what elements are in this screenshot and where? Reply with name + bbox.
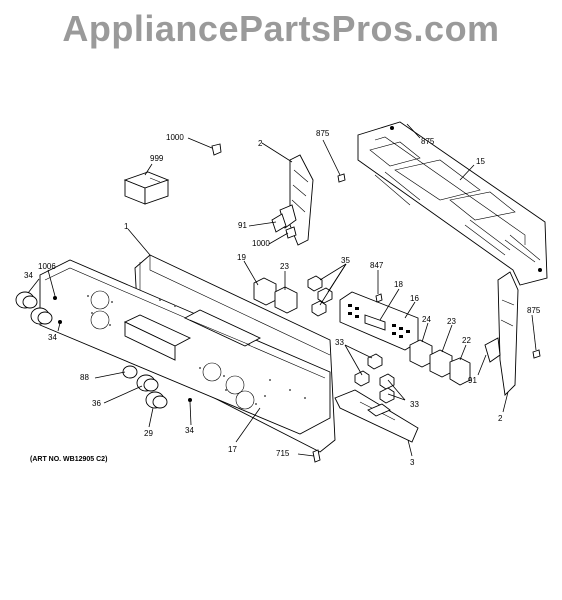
callout-35: 35 xyxy=(341,256,350,265)
right-bracket-part xyxy=(484,271,519,396)
callout-1: 1 xyxy=(124,222,129,231)
callout-875-top: 875 xyxy=(421,137,435,146)
front-panel-overlay-part xyxy=(39,259,331,435)
callout-34-left: 34 xyxy=(48,333,57,342)
callout-labels: 1000 999 2 875 875 15 1 91 1000 19 23 35… xyxy=(24,129,541,467)
callout-23-right: 23 xyxy=(447,317,456,326)
callout-18: 18 xyxy=(394,280,403,289)
back-panel-part xyxy=(357,121,548,286)
callout-36: 36 xyxy=(92,399,101,408)
callout-19: 19 xyxy=(237,253,246,262)
lower-trim-part xyxy=(334,389,419,443)
callout-1000-mid: 1000 xyxy=(252,239,270,248)
screws xyxy=(211,143,541,463)
callout-23-left: 23 xyxy=(280,262,289,271)
callout-34-top: 34 xyxy=(24,271,33,280)
callout-29: 29 xyxy=(144,429,153,438)
infinite-switches xyxy=(253,277,471,386)
callout-1000-top: 1000 xyxy=(166,133,184,142)
callout-33-top: 33 xyxy=(335,338,344,347)
callout-34-bottom: 34 xyxy=(185,426,194,435)
callout-91-right: 91 xyxy=(468,376,477,385)
callout-17: 17 xyxy=(228,445,237,454)
small-knobs xyxy=(307,275,395,404)
control-knobs xyxy=(15,291,192,409)
watermark-text: AppliancePartsPros.com xyxy=(62,8,500,49)
callout-15: 15 xyxy=(476,157,485,166)
callout-88: 88 xyxy=(80,373,89,382)
callout-33-bottom: 33 xyxy=(410,400,419,409)
callout-3: 3 xyxy=(410,458,415,467)
callout-875-mid: 875 xyxy=(316,129,330,138)
callout-2-left: 2 xyxy=(258,139,263,148)
callout-875-right: 875 xyxy=(527,306,541,315)
callout-847: 847 xyxy=(370,261,384,270)
callout-2-right: 2 xyxy=(498,414,503,423)
callout-91-left: 91 xyxy=(238,221,247,230)
callout-999: 999 xyxy=(150,154,164,163)
callout-16: 16 xyxy=(410,294,419,303)
left-bracket-part xyxy=(271,154,314,246)
art-number-caption: (ART NO. WB12905 C2) xyxy=(30,456,107,463)
callout-715: 715 xyxy=(276,449,290,458)
part-999-box xyxy=(123,171,170,205)
callout-24: 24 xyxy=(422,315,431,324)
callout-22: 22 xyxy=(462,336,471,345)
leader-lines xyxy=(27,123,537,457)
callout-1006: 1006 xyxy=(38,262,56,271)
